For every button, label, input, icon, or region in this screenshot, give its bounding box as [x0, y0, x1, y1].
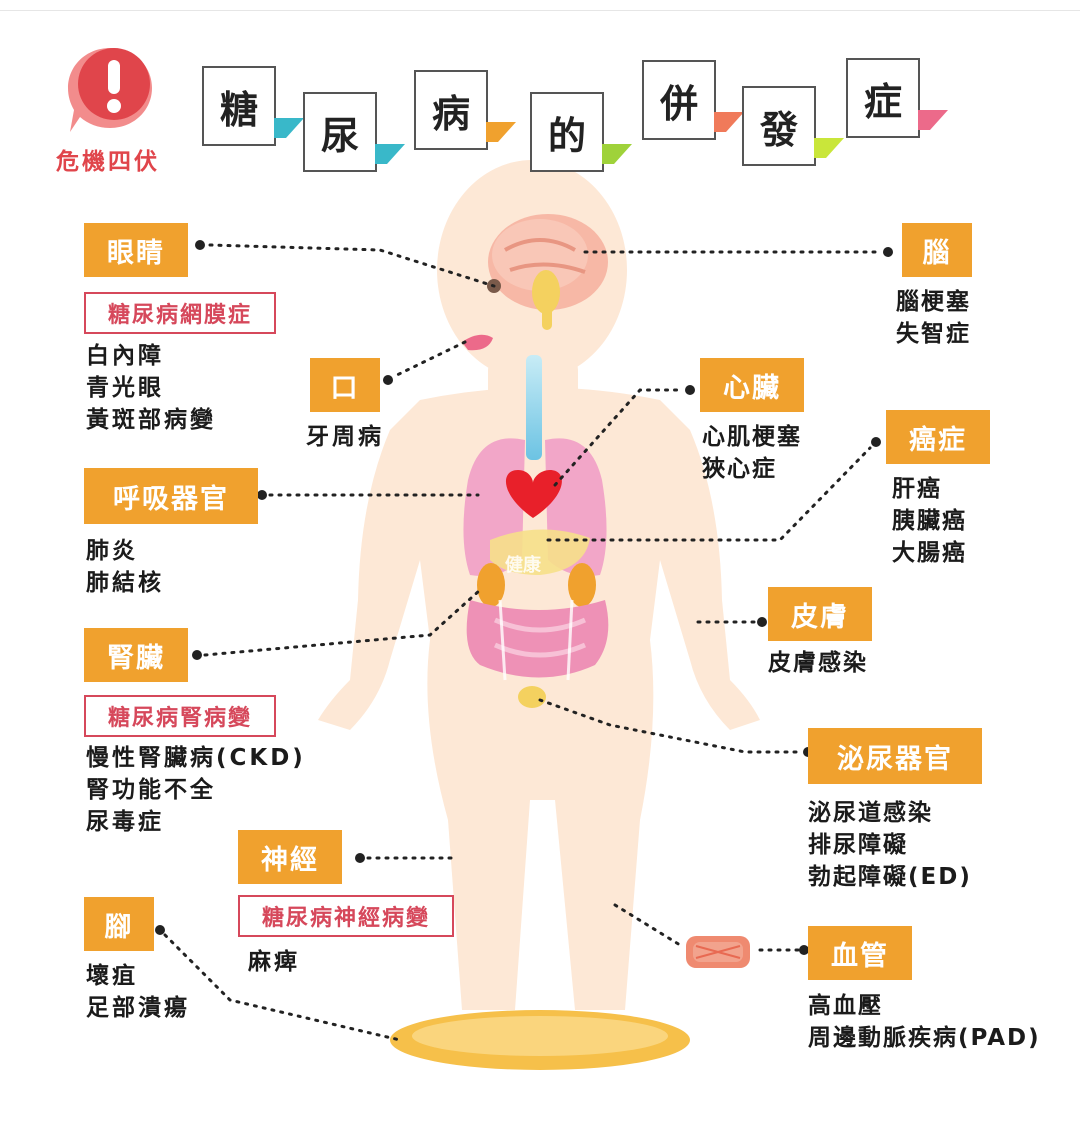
list-item: 大腸癌	[892, 540, 967, 566]
left-kidney	[477, 563, 505, 607]
tag-mouth: 口	[310, 358, 380, 412]
tag-brain: 腦	[902, 223, 972, 277]
list-feet: 壞疽足部潰瘍	[86, 960, 190, 1024]
title-char-box: 的	[530, 92, 604, 172]
warning-badge-icon	[68, 48, 152, 132]
title-flag-shape	[714, 112, 744, 132]
right-kidney	[568, 563, 596, 607]
heart-organ	[505, 470, 562, 518]
watermark: 健康	[505, 555, 541, 576]
title-char-box: 發	[742, 86, 816, 166]
windpipe	[526, 355, 542, 460]
tag-respiratory: 呼吸器官	[84, 468, 258, 524]
title-flag-shape	[814, 138, 844, 158]
title-char-box: 糖	[202, 66, 276, 146]
tag-feet: 腳	[84, 897, 154, 951]
list-brain: 腦梗塞失智症	[896, 286, 971, 350]
list-item: 肺結核	[86, 570, 164, 596]
list-heart: 心肌梗塞狹心症	[702, 421, 802, 485]
tag-heart: 心臟	[700, 358, 804, 412]
list-item: 麻痺	[248, 949, 300, 975]
list-item: 胰臟癌	[892, 508, 967, 534]
title-char-box: 併	[642, 60, 716, 140]
list-cancer: 肝癌胰臟癌大腸癌	[892, 473, 967, 569]
title-flag-shape	[274, 118, 304, 138]
list-nerves: 麻痺	[248, 946, 300, 978]
list-item: 足部潰瘍	[86, 995, 190, 1021]
title-flag-shape	[602, 144, 632, 164]
list-item: 白內障	[86, 343, 164, 369]
bladder	[518, 686, 546, 708]
list-item: 黃斑部病變	[86, 407, 216, 433]
top-divider	[0, 10, 1080, 11]
tag-urinary: 泌尿器官	[808, 728, 982, 784]
list-item: 勃起障礙(ED)	[808, 864, 972, 890]
tag-skin: 皮膚	[768, 587, 872, 641]
list-skin: 皮膚感染	[768, 647, 868, 679]
title-char-box: 病	[414, 70, 488, 150]
list-item: 青光眼	[86, 375, 164, 401]
list-item: 心肌梗塞	[702, 424, 802, 450]
list-item: 壞疽	[86, 963, 138, 989]
title-char-box: 尿	[303, 92, 377, 172]
list-item: 泌尿道感染	[808, 800, 933, 826]
leader-lines	[163, 243, 882, 1042]
list-item: 腦梗塞	[896, 289, 971, 315]
list-respiratory: 肺炎肺結核	[86, 535, 164, 599]
tag-cancer: 癌症	[886, 410, 990, 464]
list-item: 高血壓	[808, 993, 883, 1019]
list-vessels: 高血壓周邊動脈疾病(PAD)	[808, 990, 1041, 1054]
blood-vessel	[686, 936, 750, 968]
list-item: 失智症	[896, 321, 971, 347]
list-item: 周邊動脈疾病(PAD)	[808, 1025, 1041, 1051]
arrow-heads	[155, 240, 893, 955]
list-item: 慢性腎臟病(CKD)	[86, 745, 306, 771]
subtag-nephropathy: 糖尿病腎病變	[84, 695, 276, 737]
list-item: 狹心症	[702, 456, 777, 482]
lips	[462, 334, 493, 351]
list-kidney: 慢性腎臟病(CKD) 腎功能不全尿毒症	[86, 742, 306, 838]
tag-nerves: 神經	[238, 830, 342, 884]
list-item: 尿毒症	[86, 809, 164, 835]
title-flag-shape	[375, 144, 405, 164]
brain-organ	[488, 214, 608, 330]
list-item: 腎功能不全	[86, 777, 216, 803]
subtag-neuropathy: 糖尿病神經病變	[238, 895, 454, 937]
subtag-retinopathy: 糖尿病網膜症	[84, 292, 276, 334]
list-item: 牙周病	[306, 424, 384, 450]
list-item: 肺炎	[86, 538, 138, 564]
tag-kidney: 腎臟	[84, 628, 188, 682]
tag-eyes: 眼睛	[84, 223, 188, 277]
title-flag-shape	[486, 122, 516, 142]
title-flag-shape	[918, 110, 948, 130]
list-item: 皮膚感染	[768, 650, 868, 676]
list-item: 排尿障礙	[808, 832, 908, 858]
list-eyes: 白內障青光眼黃斑部病變	[86, 340, 216, 436]
intestines	[466, 599, 609, 681]
badge-label: 危機四伏	[56, 149, 160, 175]
tag-vessels: 血管	[808, 926, 912, 980]
title-char-box: 症	[846, 58, 920, 138]
list-urinary: 泌尿道感染排尿障礙勃起障礙(ED)	[808, 797, 972, 893]
list-item: 肝癌	[892, 476, 942, 502]
list-mouth: 牙周病	[306, 421, 384, 453]
